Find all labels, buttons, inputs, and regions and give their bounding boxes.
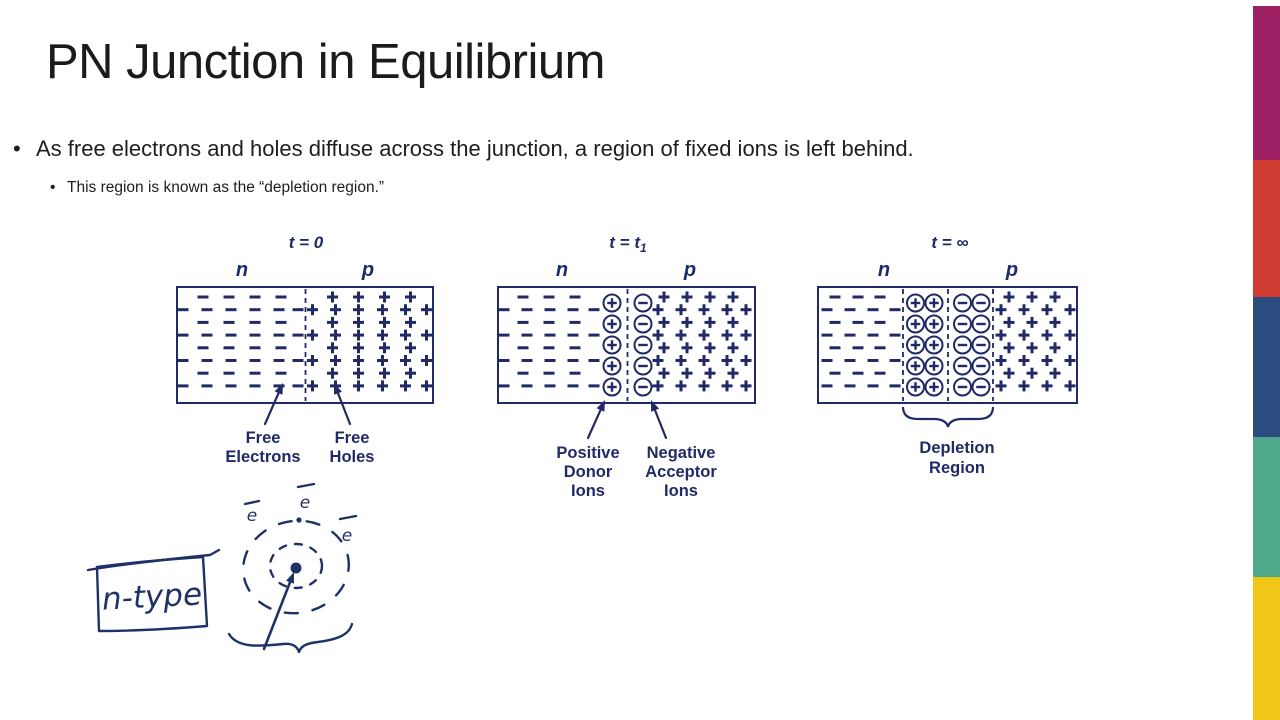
free-holes-label: Free: [335, 429, 370, 447]
bullet-sub: • This region is known as the “depletion…: [50, 178, 1150, 197]
positive-donor-ions-label: Donor: [564, 463, 613, 481]
p-region-label: p: [683, 259, 696, 281]
accent-stripe-segment-5: [1253, 577, 1280, 720]
electron-label: e: [300, 493, 310, 513]
depletion-region-brace: [901, 406, 995, 428]
n-region-symbols: [498, 295, 600, 388]
accent-stripe-segment-3: [1253, 297, 1280, 437]
free-electrons-label: Free: [246, 429, 281, 447]
time-label-t1: t = t1: [609, 233, 647, 255]
handwritten-annotation: n-type e e e: [86, 482, 358, 654]
electron-label: e: [247, 506, 257, 526]
nucleus-dot: [290, 562, 302, 574]
n-type-label: n-type: [101, 576, 203, 617]
p-region-symbols: [652, 291, 752, 392]
accent-stripe-segment-2: [1253, 160, 1280, 297]
positive-donor-ions-label: Ions: [571, 482, 605, 500]
depletion-region-label: Region: [929, 459, 985, 477]
outer-orbit: [241, 519, 351, 615]
bullet-main: • As free electrons and holes diffuse ac…: [13, 135, 1238, 163]
bullet-marker: •: [13, 136, 21, 161]
ion-columns: [906, 293, 991, 397]
electron-bar: [243, 499, 261, 506]
sketch-underbrace: [227, 622, 354, 654]
n-region-label: n: [878, 259, 890, 281]
bullet-sub-text: This region is known as the “depletion r…: [67, 179, 385, 196]
p-region-symbols: [995, 291, 1076, 392]
electron-bar: [296, 482, 316, 489]
electron-label: e: [342, 526, 352, 546]
accent-stripe-segment-4: [1253, 437, 1280, 577]
sub-bullet-marker: •: [50, 179, 56, 196]
accent-stripe: [1253, 6, 1280, 720]
p-region-label: p: [1005, 259, 1018, 281]
slide-title: PN Junction in Equilibrium: [46, 35, 605, 89]
n-region-symbols: [821, 295, 901, 388]
p-region-symbols: [307, 291, 432, 392]
accent-stripe-segment-1: [1253, 6, 1280, 160]
ion-columns: [602, 293, 653, 397]
negative-acceptor-ions-label: Acceptor: [645, 463, 717, 481]
negative-acceptor-ions-label: Ions: [664, 482, 698, 500]
electron-dot: [296, 517, 302, 523]
depletion-region-label: Depletion: [919, 439, 994, 457]
positive-donor-ions-label: Positive: [556, 444, 619, 462]
electron-bar: [338, 514, 358, 521]
n-region-symbols: [177, 295, 304, 388]
sketch-box-overdraw: [86, 548, 221, 572]
inner-orbit: [268, 542, 324, 590]
time-label-t-infinity: t = ∞: [931, 233, 968, 252]
n-region-label: n: [236, 259, 248, 281]
time-label-t0: t = 0: [289, 233, 324, 252]
p-region-label: p: [361, 259, 374, 281]
negative-acceptor-ions-label: Negative: [647, 444, 716, 462]
n-region-label: n: [556, 259, 568, 281]
bullet-main-text: As free electrons and holes diffuse acro…: [36, 136, 914, 161]
free-holes-label: Holes: [330, 448, 375, 466]
free-electrons-label: Electrons: [225, 448, 300, 466]
